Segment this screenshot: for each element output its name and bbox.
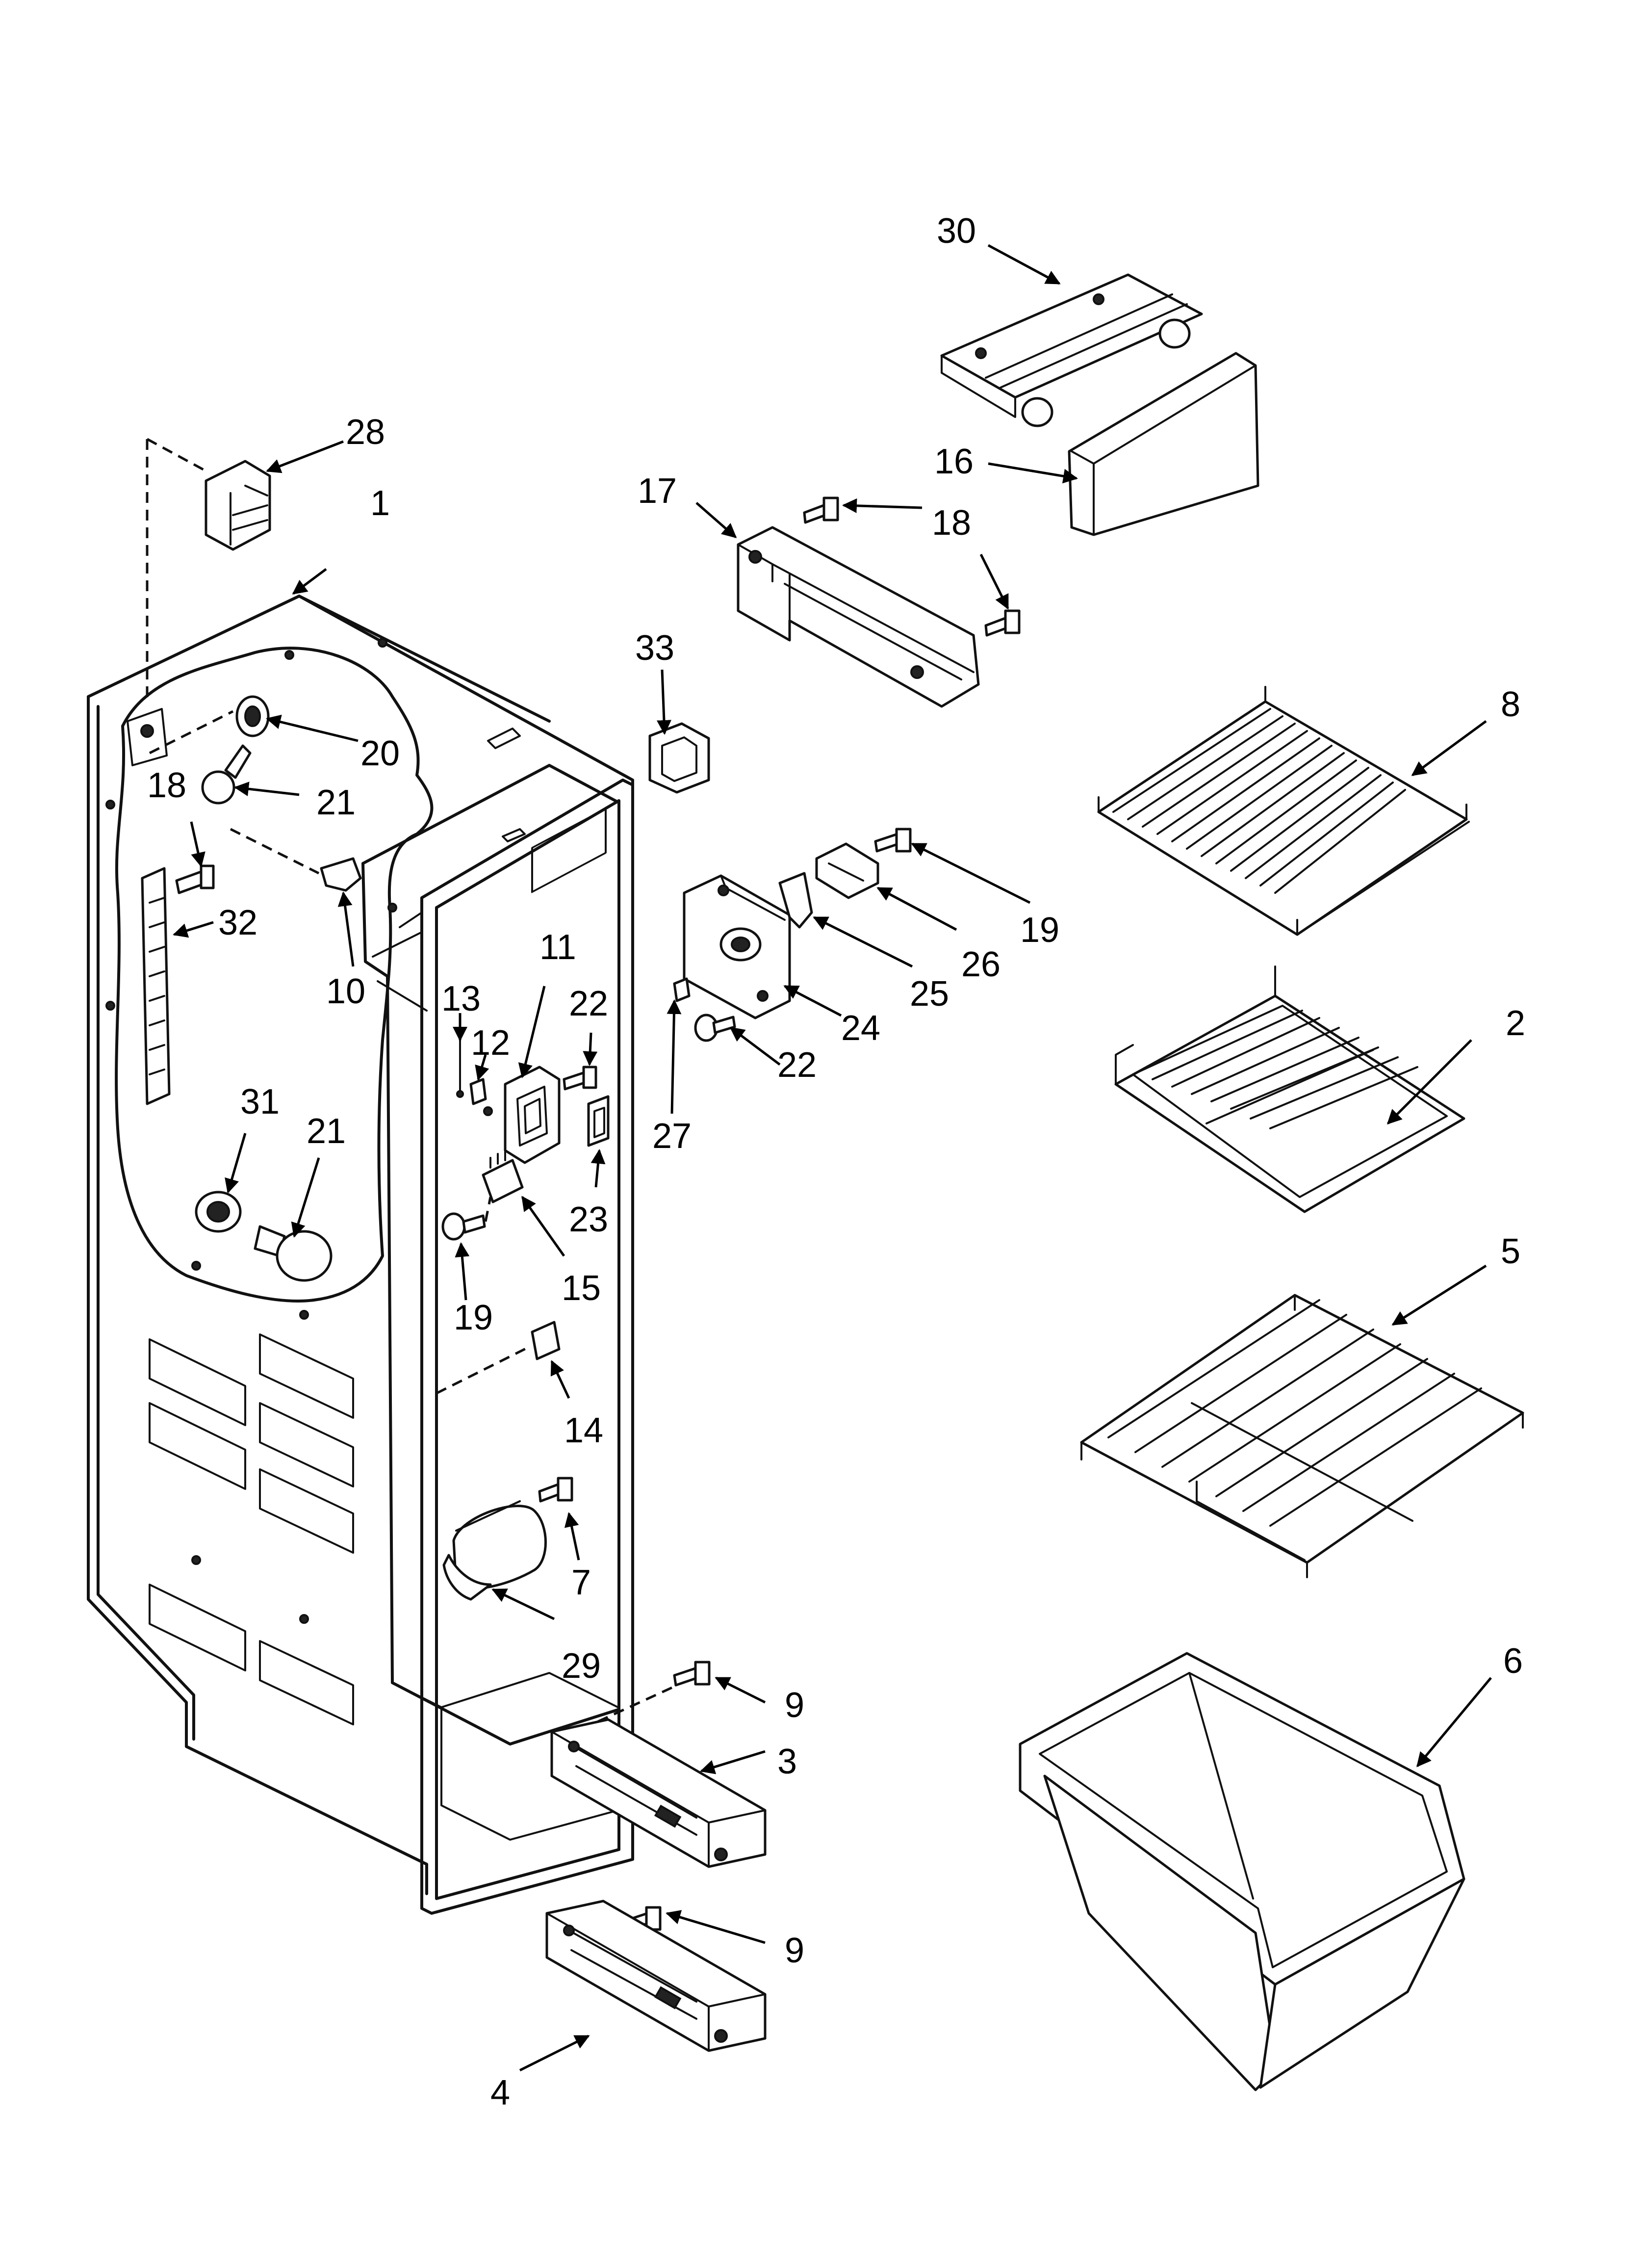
part-22-screw-control xyxy=(563,1066,597,1091)
callout-21a: 21 xyxy=(316,783,356,822)
part-19-screw-right xyxy=(874,828,912,853)
part-6-bin xyxy=(1019,1652,1465,2091)
callout-6: 6 xyxy=(1503,1642,1523,1681)
callout-17: 17 xyxy=(638,471,677,511)
part-10-bracket xyxy=(230,828,362,892)
callout-labels: 1 2 3 4 5 6 7 8 9 9 10 11 12 13 14 15 16… xyxy=(147,211,1525,2112)
callout-31: 31 xyxy=(240,1082,280,1121)
callout-30: 30 xyxy=(937,211,976,251)
callout-3: 3 xyxy=(777,1742,797,1781)
callout-9b: 9 xyxy=(785,1931,804,1970)
part-28-clip xyxy=(146,438,271,702)
part-29-cover xyxy=(442,1500,547,1601)
part-20-socket xyxy=(149,695,270,755)
callout-22b: 22 xyxy=(777,1045,817,1085)
part-18-screw-upper-b xyxy=(984,609,1021,637)
part-11-housing xyxy=(504,1066,561,1164)
part-21-bulb-upper xyxy=(201,744,252,805)
part-16-panel xyxy=(1068,352,1259,536)
callout-18b: 18 xyxy=(147,766,186,805)
callout-21b: 21 xyxy=(307,1112,346,1151)
callout-20: 20 xyxy=(360,734,400,773)
part-12-clip xyxy=(469,1078,487,1105)
part-7-screw xyxy=(538,1477,573,1503)
callout-23: 23 xyxy=(569,1200,608,1239)
part-8-shelf xyxy=(1097,686,1470,936)
part-14-switch xyxy=(436,1321,561,1395)
callout-5: 5 xyxy=(1501,1232,1520,1271)
part-30-cover xyxy=(940,273,1203,427)
callout-29: 29 xyxy=(562,1646,601,1686)
part-31-socket xyxy=(195,1191,242,1233)
part-17-housing xyxy=(737,526,980,708)
callout-14: 14 xyxy=(564,1411,603,1450)
cutaway-outline xyxy=(115,647,434,1303)
callout-7: 7 xyxy=(571,1563,591,1602)
callout-8: 8 xyxy=(1501,685,1520,724)
callout-24: 24 xyxy=(841,1009,880,1048)
callout-26: 26 xyxy=(961,945,1001,984)
callout-19a: 19 xyxy=(1020,911,1059,950)
callout-27: 27 xyxy=(652,1117,692,1156)
part-18-screw-left xyxy=(175,864,215,894)
part-19-screw-left xyxy=(441,1197,492,1241)
callout-18a: 18 xyxy=(932,503,971,543)
part-18-screw-upper-a xyxy=(803,496,839,524)
callout-32: 32 xyxy=(218,903,257,942)
callout-11: 11 xyxy=(539,928,576,967)
part-3-rail xyxy=(550,1718,767,1868)
cabinet-liner xyxy=(87,595,634,1915)
part-26-board xyxy=(815,842,879,899)
callout-9a: 9 xyxy=(785,1686,804,1725)
part-27-pin xyxy=(673,977,691,1002)
part-21-bulb-lower xyxy=(254,1225,333,1282)
part-5-shelf xyxy=(1080,1294,1524,1578)
part-32-strip xyxy=(141,867,171,1105)
callout-13: 13 xyxy=(441,979,481,1018)
part-4-rail xyxy=(545,1900,767,2052)
vent-panels xyxy=(149,1333,354,1725)
callout-12: 12 xyxy=(471,1023,510,1063)
part-24-damper xyxy=(683,874,791,1019)
part-25-bracket xyxy=(778,872,813,929)
callout-28: 28 xyxy=(346,413,385,452)
part-2-shelf xyxy=(1114,965,1465,1213)
leader-arrows xyxy=(173,244,1492,2072)
callout-19b: 19 xyxy=(454,1298,493,1337)
callout-33: 33 xyxy=(635,628,674,668)
part-33-bracket xyxy=(648,722,710,794)
part-22-screw-damper xyxy=(694,1014,736,1042)
callout-2: 2 xyxy=(1506,1004,1525,1043)
callout-10: 10 xyxy=(326,972,365,1011)
callout-1: 1 xyxy=(370,484,390,523)
callout-15: 15 xyxy=(562,1269,601,1308)
callout-4: 4 xyxy=(490,2073,510,2112)
callout-22a: 22 xyxy=(569,984,608,1023)
part-15-board xyxy=(482,1149,524,1203)
callout-16: 16 xyxy=(934,442,974,481)
callout-25: 25 xyxy=(910,974,949,1014)
